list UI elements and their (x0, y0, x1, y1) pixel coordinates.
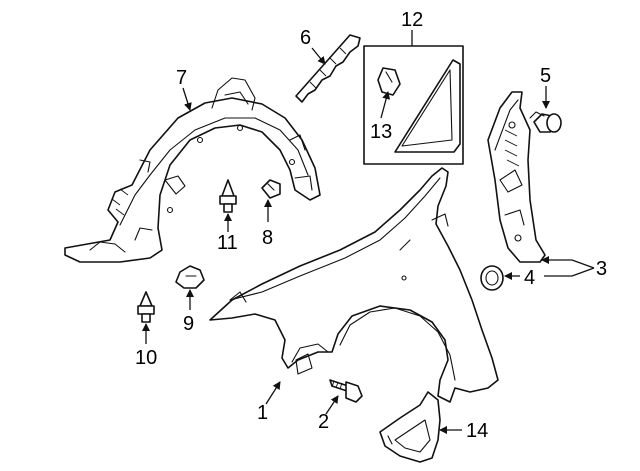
bolt-part-2 (329, 379, 363, 403)
callout-8: 8 (262, 227, 273, 249)
callout-1: 1 (257, 402, 268, 424)
callout-7: 7 (176, 67, 187, 89)
callout-labels: 7 6 12 13 5 3 4 8 11 9 10 1 2 14 (135, 9, 607, 442)
garnish-kit-box-part-12 (363, 45, 464, 165)
clip-part-5 (529, 111, 562, 133)
callout-4: 4 (524, 267, 535, 289)
push-rivet-part-11 (219, 179, 237, 213)
callout-5: 5 (540, 65, 551, 87)
callout-14: 14 (466, 420, 488, 442)
callout-9: 9 (183, 313, 194, 335)
callout-2: 2 (318, 411, 329, 433)
callout-6: 6 (300, 27, 311, 49)
push-rivet-part-10 (137, 291, 155, 323)
fender-liner-part-7 (64, 77, 321, 263)
callout-10: 10 (135, 347, 157, 369)
mud-guard-part-14 (379, 391, 441, 463)
grommet-part-4 (480, 265, 504, 291)
callout-11: 11 (217, 232, 238, 254)
leader-lines (142, 30, 595, 434)
callout-3: 3 (596, 258, 607, 280)
front-fender-part-1 (209, 167, 499, 403)
callout-12: 12 (401, 9, 423, 31)
push-clip-part-8 (261, 179, 281, 199)
callout-13: 13 (370, 121, 392, 143)
side-bracket-part-3 (487, 91, 546, 263)
clip-part-9 (175, 265, 205, 289)
upper-bracket-part-6 (295, 34, 361, 103)
